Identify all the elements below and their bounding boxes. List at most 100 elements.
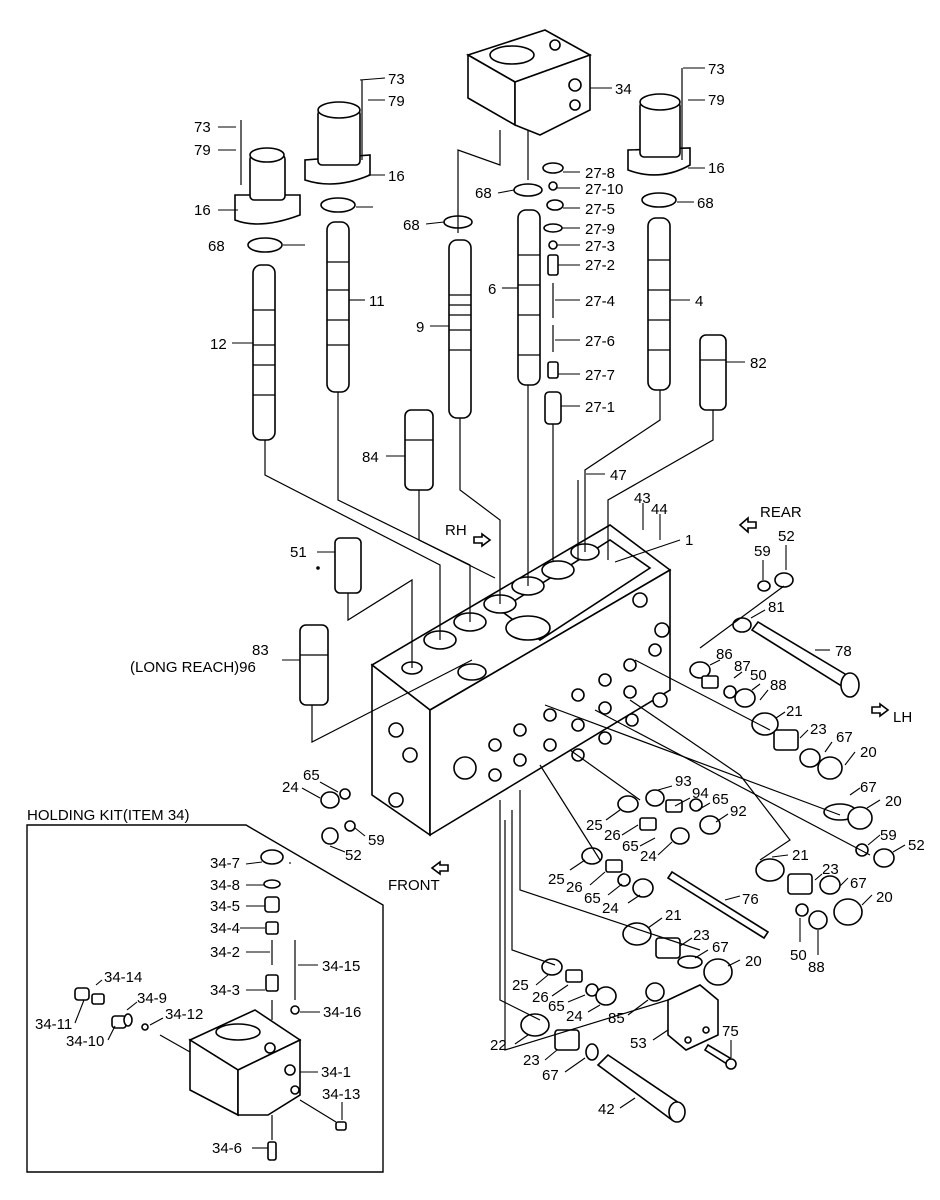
callout-label: 79: [194, 142, 211, 159]
pilot-cap-right: [627, 68, 691, 176]
inset-callout-label: 34-11: [35, 1016, 72, 1033]
callout-label: 52: [908, 837, 925, 854]
callout-label: 73: [708, 61, 725, 78]
o-ring-68-mid: [320, 197, 356, 213]
inset-callout-label: 34-16: [323, 1004, 361, 1021]
rh-label: RH: [445, 522, 467, 539]
rear-arrow-icon: [738, 516, 757, 534]
callout-label: 52: [345, 847, 362, 864]
callout-label: 25: [548, 871, 565, 888]
inset-callout-label: 34-10: [66, 1033, 104, 1050]
callout-label: 16: [388, 168, 405, 185]
holding-valve-cover: [466, 29, 592, 136]
callout-label: 16: [708, 160, 725, 177]
callout-label: 26: [604, 827, 621, 844]
callout-label: 12: [210, 336, 227, 353]
inset-callout-label: 34-12: [165, 1006, 203, 1023]
callout-label: 21: [665, 907, 682, 924]
callout-label: 67: [712, 939, 729, 956]
callout-label: 44: [651, 501, 668, 518]
callout-label: 65: [622, 838, 639, 855]
inset-callout-label: 34-6: [212, 1140, 242, 1157]
callout-label: 50: [790, 947, 807, 964]
callout-label: 47: [610, 467, 627, 484]
lh-arrow-icon: [871, 702, 890, 718]
pilot-cap-left: [234, 120, 301, 225]
callout-label: 21: [792, 847, 809, 864]
lh-label: LH: [893, 709, 912, 726]
relief-valve-82: [699, 334, 727, 411]
callout-label: 94: [692, 785, 709, 802]
callout-label: 78: [835, 643, 852, 660]
callout-label: 75: [722, 1023, 739, 1040]
callout-label: 16: [194, 202, 211, 219]
callout-label: 1: [685, 532, 693, 549]
callout-label: 51: [290, 544, 307, 561]
callout-label: 59: [880, 827, 897, 844]
side-parts-right: [689, 572, 895, 930]
spool-11: [326, 221, 350, 393]
side-parts-lower: [316, 566, 733, 1061]
callout-leaders: [74, 67, 906, 1149]
callout-label: 52: [778, 528, 795, 545]
callout-label: 23: [810, 721, 827, 738]
callout-label: 65: [584, 890, 601, 907]
inset-callout-label: 34-13: [322, 1086, 360, 1103]
front-arrow-icon: [430, 860, 449, 876]
callout-label: 88: [808, 959, 825, 976]
callout-label: 65: [548, 998, 565, 1015]
callout-label: 27-6: [585, 333, 615, 350]
front-label: FRONT: [388, 877, 440, 894]
callout-label: 21: [786, 703, 803, 720]
callout-label: 25: [586, 817, 603, 834]
o-ring-68-cover: [513, 183, 543, 197]
callout-label: 88: [770, 677, 787, 694]
callout-label: 43: [634, 490, 651, 507]
relief-valve-51: [334, 537, 362, 594]
callout-label: 24: [640, 848, 657, 865]
callout-label: 9: [416, 319, 424, 336]
inset-callout-label: 34-2: [210, 944, 240, 961]
callout-label: 68: [697, 195, 714, 212]
callout-label: 34: [615, 81, 632, 98]
callout-label: 73: [194, 119, 211, 136]
callout-label: 85: [608, 1010, 625, 1027]
callout-label: 53: [630, 1035, 647, 1052]
spool-6: [517, 209, 541, 386]
callout-label: 73: [388, 71, 405, 88]
callout-label: 6: [488, 281, 496, 298]
callout-label: 24: [602, 900, 619, 917]
inset-callout-label: 34-4: [210, 920, 240, 937]
inset-callout-labels: 34-7 34-8 34-5 34-4 34-2 34-15 34-3 34-1…: [35, 855, 361, 1157]
callout-label: 24: [566, 1008, 583, 1025]
callout-label: 68: [475, 185, 492, 202]
inset-title: HOLDING KIT(ITEM 34): [27, 807, 190, 824]
callout-label: 68: [208, 238, 225, 255]
o-ring-68-left: [247, 237, 283, 253]
callout-label: 67: [542, 1067, 559, 1084]
holding-kit-inset: HOLDING KIT(ITEM 34): [26, 807, 384, 1173]
callout-label: 23: [693, 927, 710, 944]
callout-label: 23: [822, 861, 839, 878]
callout-label: 79: [388, 93, 405, 110]
callout-label: 65: [303, 767, 320, 784]
callout-label: 20: [745, 953, 762, 970]
callout-label: 84: [362, 449, 379, 466]
callout-label: 27-9: [585, 221, 615, 238]
callout-label: 81: [768, 599, 785, 616]
check-valve-parts-27: [542, 162, 564, 425]
spool-4: [647, 217, 671, 391]
tie-bolt-76: [666, 870, 770, 940]
callout-label: 27-7: [585, 367, 615, 384]
block-53: [667, 984, 719, 1051]
callout-label: 59: [368, 832, 385, 849]
callout-label: 92: [730, 803, 747, 820]
spool-12: [252, 264, 276, 441]
callout-label: 42: [598, 1101, 615, 1118]
tie-bolt-78: [750, 620, 860, 698]
spool-9: [448, 239, 472, 419]
relief-valve-84: [404, 409, 434, 491]
callout-label: 27-5: [585, 201, 615, 218]
callout-label: 20: [876, 889, 893, 906]
callout-label: 26: [566, 879, 583, 896]
